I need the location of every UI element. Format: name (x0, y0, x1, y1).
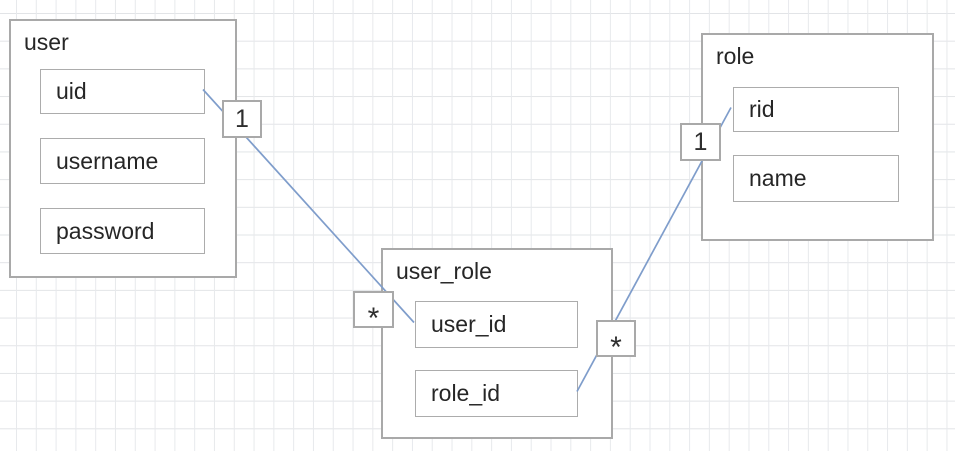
cardinality-user-one[interactable]: 1 (222, 100, 262, 138)
table-user-role-title: user_role (396, 258, 492, 284)
cardinality-user-role-many-right[interactable]: * (596, 320, 636, 363)
table-user-role[interactable]: user_role user_id role_id (381, 248, 613, 439)
field-password-label: password (56, 217, 155, 244)
cardinality-user-role-many-left[interactable]: * (353, 291, 394, 334)
table-role-title: role (716, 43, 755, 69)
field-name[interactable]: name (733, 155, 899, 202)
table-role[interactable]: role rid name (701, 33, 934, 241)
field-name-label: name (749, 165, 807, 191)
cardinality-role-one[interactable]: 1 (680, 123, 721, 161)
field-uid[interactable]: uid (40, 69, 205, 114)
field-username-label: username (56, 147, 159, 174)
field-password[interactable]: password (40, 208, 205, 254)
field-uid-label: uid (56, 78, 87, 104)
field-username[interactable]: username (40, 138, 205, 184)
field-rid[interactable]: rid (733, 87, 899, 132)
field-role-id-label: role_id (431, 380, 501, 406)
field-user-id[interactable]: user_id (415, 301, 578, 348)
field-user-id-label: user_id (431, 311, 507, 337)
field-rid-label: rid (749, 96, 775, 122)
table-user[interactable]: user uid username password (9, 19, 237, 278)
field-role-id[interactable]: role_id (415, 370, 578, 417)
table-user-title: user (24, 29, 69, 55)
